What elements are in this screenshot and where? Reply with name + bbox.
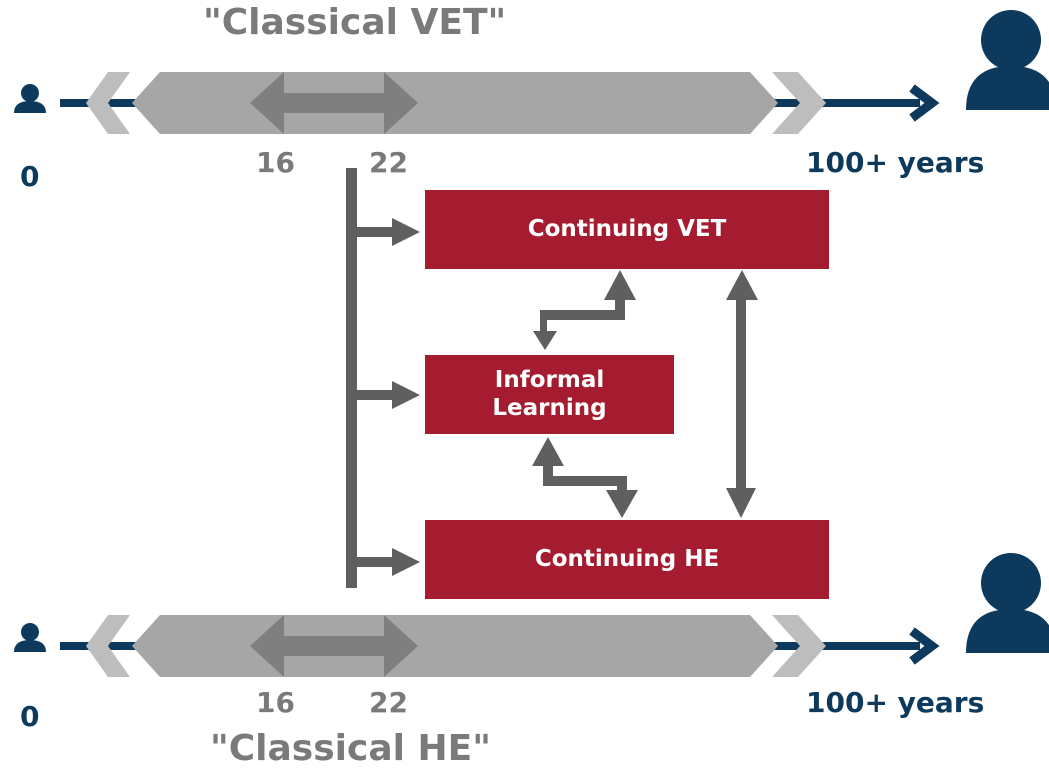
top-mark-22: 22 <box>369 146 408 179</box>
top-left-chevron <box>86 72 130 134</box>
bottom-small-person-icon <box>14 623 46 652</box>
bottom-timeline-title: "Classical HE" <box>210 728 491 769</box>
branch-informal-shaft <box>357 390 395 400</box>
bottom-right-chevron <box>772 615 826 677</box>
branch-vet-shaft <box>357 227 395 237</box>
top-16-22-double-arrow <box>250 72 418 134</box>
continuing-he-label: Continuing HE <box>534 545 720 572</box>
branch-he-shaft <box>357 557 395 567</box>
bottom-start-label: 0 <box>20 700 40 733</box>
top-large-person-icon <box>966 10 1049 110</box>
branch-vet-arrowhead <box>392 218 420 246</box>
continuing-vet-box: Continuing VET <box>425 190 829 269</box>
vertical-trunk <box>346 168 357 588</box>
top-end-label: 100+ years <box>806 146 985 179</box>
continuing-he-box: Continuing HE <box>425 520 829 599</box>
bottom-timeline <box>14 553 1049 677</box>
vet-informal-stepped-arrow <box>533 270 636 350</box>
informal-learning-label-line1: Informal <box>494 366 605 393</box>
top-mark-16: 16 <box>256 146 295 179</box>
top-axis-arrowhead <box>909 84 940 122</box>
informal-learning-label-line2: Learning <box>492 394 607 421</box>
top-right-chevron <box>772 72 826 134</box>
continuing-vet-label: Continuing VET <box>527 215 727 242</box>
bottom-band <box>132 615 778 677</box>
informal-learning-box: Informal Learning <box>425 355 674 434</box>
bottom-mark-16: 16 <box>256 686 295 719</box>
vet-he-double-arrow <box>726 270 758 518</box>
top-timeline <box>14 10 1049 134</box>
bottom-axis-arrowhead <box>909 627 940 665</box>
bottom-end-label: 100+ years <box>806 686 985 719</box>
informal-he-stepped-arrow <box>532 437 638 518</box>
top-timeline-title: "Classical VET" <box>203 2 507 43</box>
branch-he-arrowhead <box>392 548 420 576</box>
bottom-left-chevron <box>86 615 130 677</box>
top-small-person-icon <box>14 84 46 113</box>
bottom-large-person-icon <box>966 553 1049 653</box>
top-band <box>132 72 778 134</box>
branch-connectors <box>346 168 420 588</box>
branch-informal-arrowhead <box>392 381 420 409</box>
bottom-mark-22: 22 <box>369 686 408 719</box>
bottom-16-22-double-arrow <box>250 615 418 677</box>
top-start-label: 0 <box>20 160 40 193</box>
